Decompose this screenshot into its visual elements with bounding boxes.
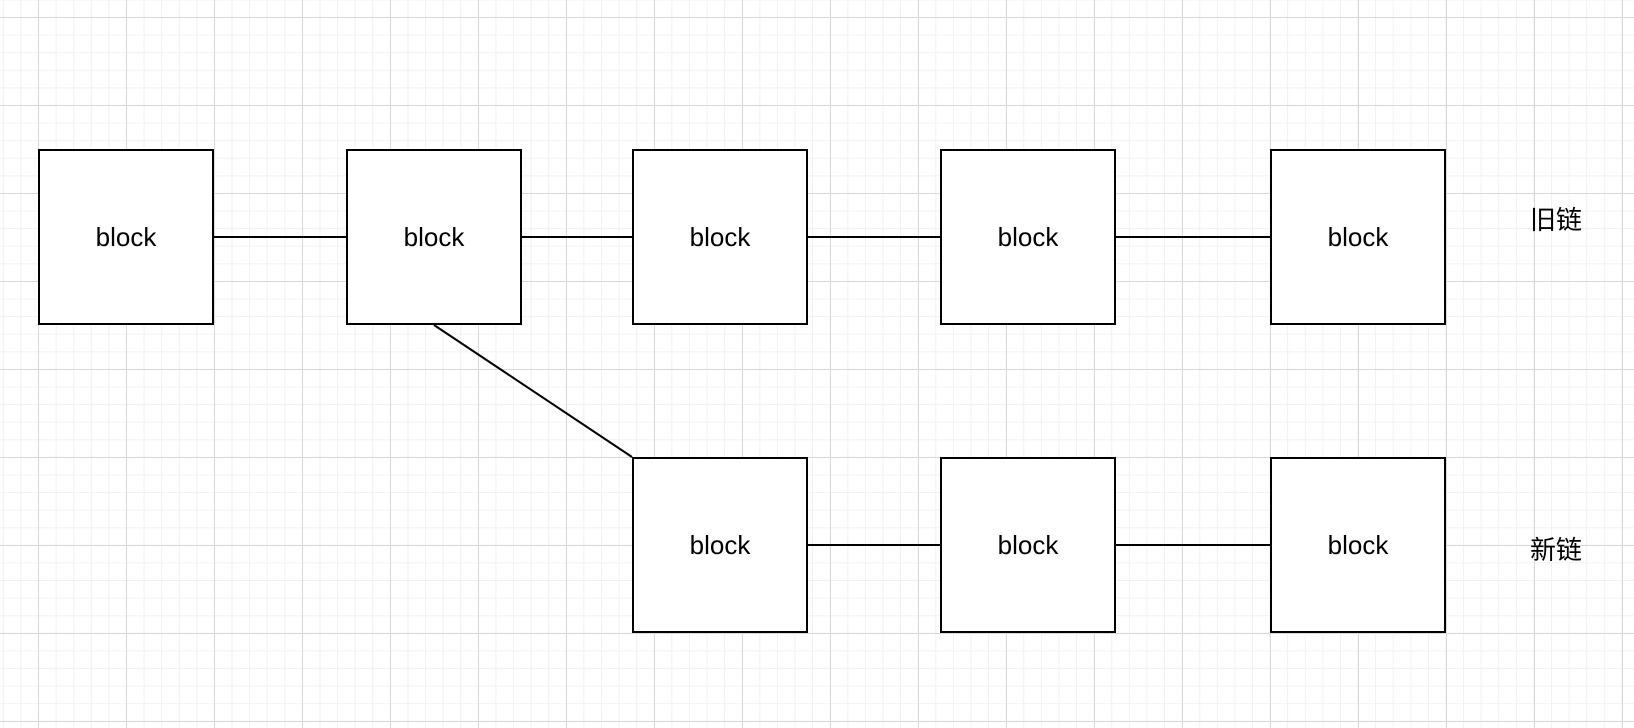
new-chain-block-2[interactable]: block	[940, 457, 1116, 633]
new-chain-block-1[interactable]: block	[632, 457, 808, 633]
block-label: block	[1327, 221, 1389, 252]
block-label: block	[403, 221, 465, 252]
edge-fork	[433, 324, 633, 458]
block-label: block	[689, 529, 751, 560]
new-chain-block-3[interactable]: block	[1270, 457, 1446, 633]
old-chain-block-2[interactable]: block	[346, 149, 522, 325]
block-label: block	[997, 221, 1059, 252]
old-chain-label: 旧链	[1530, 206, 1583, 236]
old-chain-block-3[interactable]: block	[632, 149, 808, 325]
block-label: block	[689, 221, 751, 252]
old-chain-block-4[interactable]: block	[940, 149, 1116, 325]
new-chain-label: 新链	[1530, 536, 1583, 566]
block-label: block	[1327, 529, 1389, 560]
block-label: block	[997, 529, 1059, 560]
old-chain-block-1[interactable]: block	[38, 149, 214, 325]
block-label: block	[95, 221, 157, 252]
old-chain-block-5[interactable]: block	[1270, 149, 1446, 325]
